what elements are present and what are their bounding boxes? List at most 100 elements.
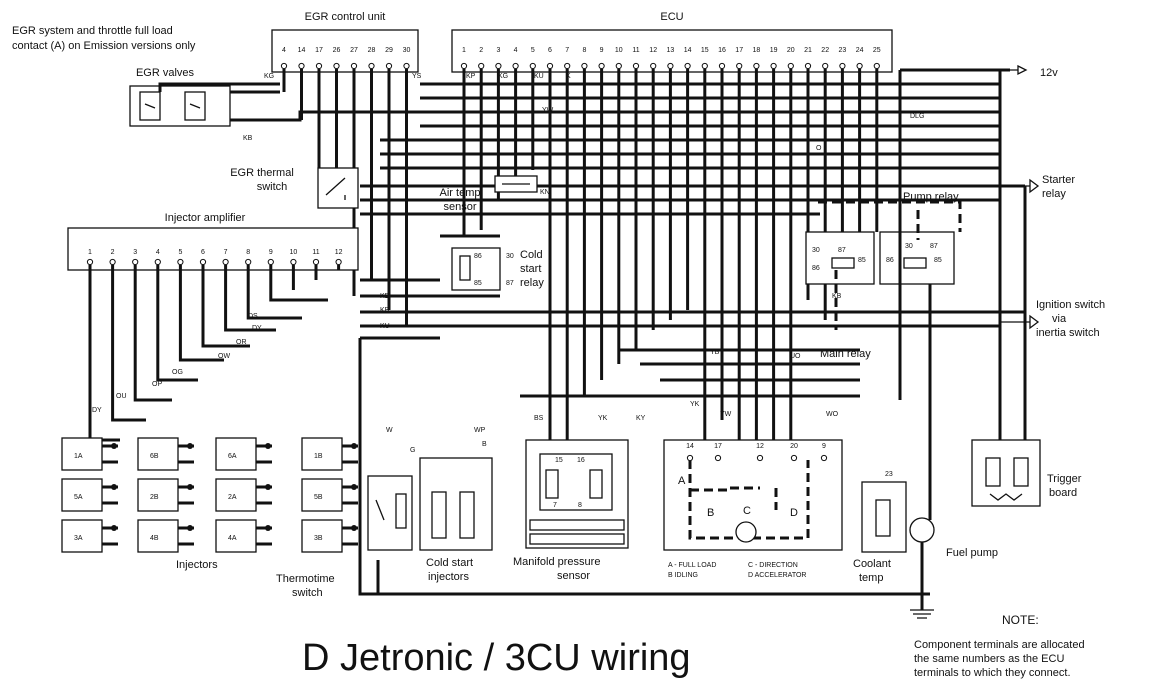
ground-bus <box>358 338 930 596</box>
amplifier-pin <box>132 258 139 266</box>
note-line-1: Component terminals are allocated <box>914 639 1085 651</box>
wire-code: KB <box>380 307 390 314</box>
wire-code-kb-relay: KB <box>832 293 842 300</box>
cold-start-relay-label-1: Cold <box>520 249 543 261</box>
wire-code: OR <box>236 339 247 346</box>
ecu-label: ECU <box>660 11 683 23</box>
ignition-label-1: Ignition switch <box>1036 299 1105 311</box>
injector <box>61 437 103 471</box>
injector <box>215 437 257 471</box>
pump-relay-term-86: 86 <box>886 257 894 264</box>
cold-start-injectors-label-2: injectors <box>428 571 469 583</box>
ecu-pin-label: 17 <box>735 47 743 54</box>
egr-pin <box>385 62 393 70</box>
throttle-pin <box>790 454 798 462</box>
manifold-sensor-label-1: Manifold pressure <box>513 556 600 568</box>
amplifier-pin-label: 10 <box>290 249 298 256</box>
ecu-pin <box>787 62 794 70</box>
arrow-starter-icon <box>1029 178 1040 194</box>
amplifier-pin <box>290 258 297 266</box>
ecu-pin-label: 25 <box>873 47 881 54</box>
wire-code: DS <box>248 313 258 320</box>
wire-code: YB <box>710 349 720 356</box>
ecu-pin <box>856 62 863 70</box>
relay-term-87: 87 <box>506 280 514 287</box>
egr-pin-label: 30 <box>403 47 411 54</box>
ecu-pin-label: 2 <box>479 47 483 54</box>
amplifier-pin-label: 12 <box>335 249 343 256</box>
ecu-pin <box>564 62 571 70</box>
egr-pin <box>280 62 288 70</box>
throttle-contact-b: B <box>707 507 714 519</box>
ignition-label-3: inertia switch <box>1036 327 1100 339</box>
amplifier-pin-label: 7 <box>224 249 228 256</box>
cold-start-relay-label-3: relay <box>520 277 544 289</box>
wire-code: YK <box>598 415 608 422</box>
injector <box>61 519 103 553</box>
wire-code: OU <box>116 393 127 400</box>
egr-thermal-switch-label-1: EGR thermal <box>230 167 294 179</box>
ecu-pin <box>478 62 485 70</box>
ecu-pin-label: 9 <box>600 47 604 54</box>
trigger-board-label-2: board <box>1049 487 1077 499</box>
egr-valves-label: EGR valves <box>136 67 195 79</box>
cold-start-relay-label-2: start <box>520 263 541 275</box>
throttle-contact-a: A <box>678 475 686 487</box>
throttle-cam-icon <box>735 521 757 543</box>
ecu-pin-label: 3 <box>496 47 500 54</box>
ground-icon <box>910 609 934 619</box>
injector <box>301 437 343 471</box>
relay-term-30: 30 <box>506 253 514 260</box>
arrow-12v-icon <box>1017 64 1028 76</box>
ecu-pin-label: 24 <box>856 47 864 54</box>
ecu-pin <box>822 62 829 70</box>
throttle-pin-label: 12 <box>756 443 764 450</box>
throttle-contact-c: C <box>743 505 751 517</box>
injector <box>137 478 179 512</box>
injector-amplifier-wires <box>88 265 341 442</box>
ecu-pin-label: 11 <box>632 47 639 54</box>
note-heading: NOTE: <box>1002 613 1039 627</box>
ecu-pin <box>598 62 605 70</box>
cold-start-injectors-box <box>419 457 493 551</box>
injector-label: 6B <box>150 453 159 460</box>
label-12v: 12v <box>1040 67 1058 79</box>
egr-pin <box>403 62 410 70</box>
amplifier-pin-label: 4 <box>156 249 160 256</box>
injector-amplifier-label: Injector amplifier <box>165 212 246 224</box>
ecu-pin-label: 1 <box>462 47 466 54</box>
pump-relay-term-85: 85 <box>934 257 942 264</box>
injector-label: 1B <box>314 453 323 460</box>
amplifier-pin-label: 9 <box>269 249 273 256</box>
wire-code: DY <box>92 407 102 414</box>
amplifier-pin <box>86 258 94 266</box>
ecu-pin <box>701 62 708 70</box>
injector-label: 2A <box>228 494 237 501</box>
pump-relay-term-30: 30 <box>905 243 913 250</box>
ecu-pin <box>512 62 519 70</box>
wire-code: G <box>410 447 415 454</box>
amplifier-pin <box>109 258 116 266</box>
air-temp-sensor-label-1: Air temp <box>440 187 481 199</box>
starter-relay-label-1: Starter <box>1042 174 1075 186</box>
egr-pin-label: 27 <box>350 47 358 54</box>
injector <box>137 437 179 471</box>
ecu-pin <box>873 62 880 70</box>
amplifier-pin <box>245 258 252 266</box>
egr-pin <box>350 62 358 70</box>
ecu-pin-label: 4 <box>514 47 518 54</box>
ecu-pin <box>632 62 640 70</box>
bus-wires <box>360 68 1025 398</box>
ecu-pin-label: 20 <box>787 47 795 54</box>
egr-pin-label: 14 <box>298 47 306 54</box>
wire-code-kb: KB <box>243 135 253 142</box>
ecu-pin <box>650 62 657 70</box>
note-line-2: the same numbers as the ECU <box>914 653 1064 665</box>
trigger-board-label-1: Trigger <box>1047 473 1082 485</box>
injector-label: 5A <box>74 494 83 501</box>
wire-code: KG <box>264 73 274 80</box>
throttle-pin-label: 20 <box>790 443 798 450</box>
ecu-pin-label: 14 <box>684 47 692 54</box>
